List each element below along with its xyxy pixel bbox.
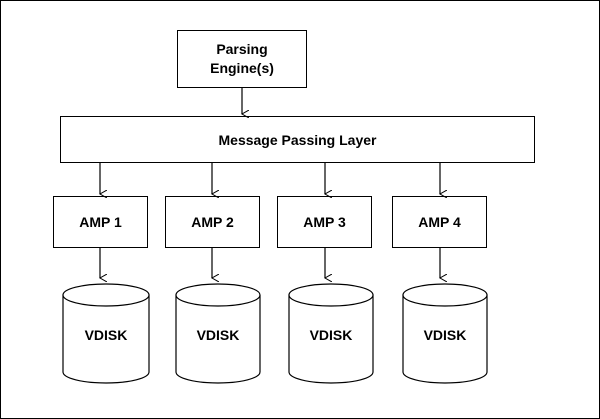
vdisk-label-1: VDISK	[85, 327, 128, 343]
message-passing-layer-box: Message Passing Layer	[60, 116, 535, 163]
amp-label-4: AMP 4	[418, 214, 461, 230]
vdisk-label-3: VDISK	[310, 327, 353, 343]
amp-label-3: AMP 3	[303, 214, 346, 230]
parsing-engine-label-line1: Parsing	[216, 41, 268, 57]
amp-box-2: AMP 2	[165, 196, 260, 248]
amp-box-4: AMP 4	[392, 196, 487, 248]
vdisk-label-4: VDISK	[424, 327, 467, 343]
parsing-engine-label-line2: Engine(s)	[210, 60, 274, 76]
vdisk-label-2: VDISK	[197, 327, 240, 343]
amp-label-1: AMP 1	[79, 214, 122, 230]
amp-label-2: AMP 2	[191, 214, 234, 230]
message-passing-layer-label: Message Passing Layer	[218, 131, 377, 148]
vdisk-cylinder-4: VDISK	[402, 283, 488, 384]
vdisk-cylinder-2: VDISK	[175, 283, 261, 384]
parsing-engine-box: Parsing Engine(s)	[177, 30, 307, 88]
vdisk-cylinder-3: VDISK	[288, 283, 374, 384]
vdisk-cylinder-1: VDISK	[62, 283, 150, 384]
